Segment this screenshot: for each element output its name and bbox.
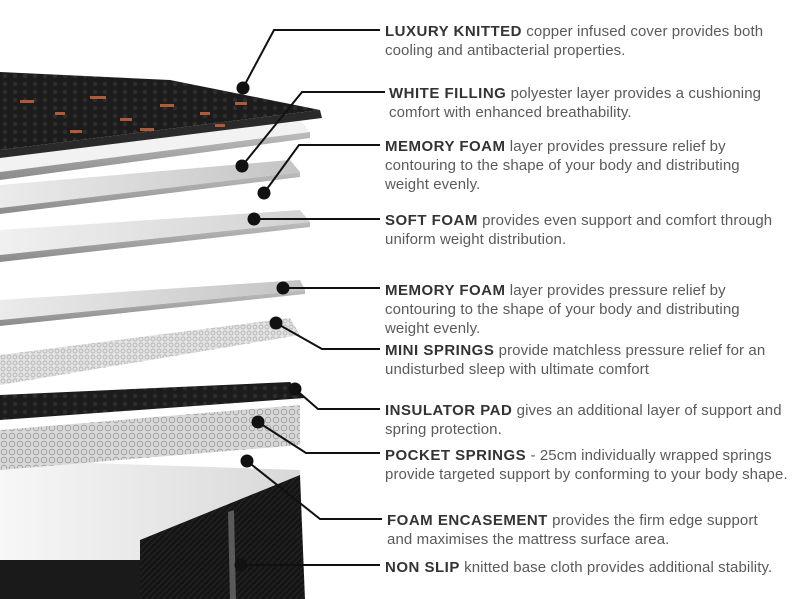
callout-dot-icon [269,316,283,330]
leader-line [246,460,382,520]
callout-dot-icon [240,454,254,468]
layer-description: provides even support and comfort throug… [385,212,773,248]
layer-callout: SOFT FOAM provides even support and comf… [385,211,785,249]
layer-title: POCKET SPRINGS [385,447,527,464]
layer-callout: MINI SPRINGS provide matchless pressure … [385,341,785,379]
layer-title: WHITE FILLING [389,85,507,102]
mini-springs-layer [0,318,300,385]
layer-title: MEMORY FOAM [385,138,506,155]
layer-callout: FOAM ENCASEMENT provides the firm edge s… [387,511,787,549]
callout-dot-icon [251,415,265,429]
callout-dot-icon [235,159,249,173]
memory-foam-layer-1 [0,160,300,208]
layer-callout: POCKET SPRINGS - 25cm individually wrapp… [385,446,790,484]
pocket-springs-layer [0,405,300,470]
layer-title: MEMORY FOAM [385,282,506,299]
callout-dot-icon [276,281,290,295]
leader-line [257,421,380,454]
leader-line [241,91,385,167]
layer-description: provide matchless pressure relief for an… [385,342,766,378]
base-side-panel [140,475,305,599]
leader-line [242,29,380,89]
layer-callout: LUXURY KNITTED copper infused cover prov… [385,22,785,60]
leader-line [263,144,380,194]
layer-description: - 25cm individually wrapped springs prov… [385,447,788,483]
layer-description: gives an additional layer of support and… [385,402,782,438]
layer-callout: NON SLIP knitted base cloth provides add… [385,558,785,577]
layer-callout: INSULATOR PAD gives an additional layer … [385,401,785,439]
layer-title: MINI SPRINGS [385,342,495,359]
layer-title: LUXURY KNITTED [385,23,523,40]
memory-foam-layer-2 [0,280,305,320]
callout-dot-icon [257,186,271,200]
layer-description: layer provides pressure relief by contou… [385,138,740,193]
callout-dot-icon [236,81,250,95]
layer-description: knitted base cloth provides additional s… [464,559,773,576]
layer-callout: MEMORY FOAM layer provides pressure reli… [385,281,785,338]
copper-thread-accents [20,96,247,133]
base-edge-strip [228,510,236,599]
callout-dot-icon [288,382,302,396]
layer-title: NON SLIP [385,559,460,576]
layer-title: FOAM ENCASEMENT [387,512,548,529]
insulator-pad-layer [0,382,305,420]
layer-description: polyester layer provides a cushioning co… [389,85,762,121]
white-filling-layer [0,120,310,172]
soft-foam-layer [0,210,310,255]
layer-description: layer provides pressure relief by contou… [385,282,740,337]
callout-dot-icon [247,212,261,226]
layer-title: SOFT FOAM [385,212,478,229]
leader-line [275,322,380,350]
callout-dot-icon [234,558,248,572]
layer-callout: MEMORY FOAM layer provides pressure reli… [385,137,785,194]
leader-line [294,388,380,410]
layer-callout: WHITE FILLING polyester layer provides a… [389,84,789,122]
layer-description: provides the firm edge support and maxim… [387,512,758,548]
layer-description: copper infused cover provides both cooli… [385,23,764,59]
base-band [0,560,140,599]
layer-title: INSULATOR PAD [385,402,513,419]
